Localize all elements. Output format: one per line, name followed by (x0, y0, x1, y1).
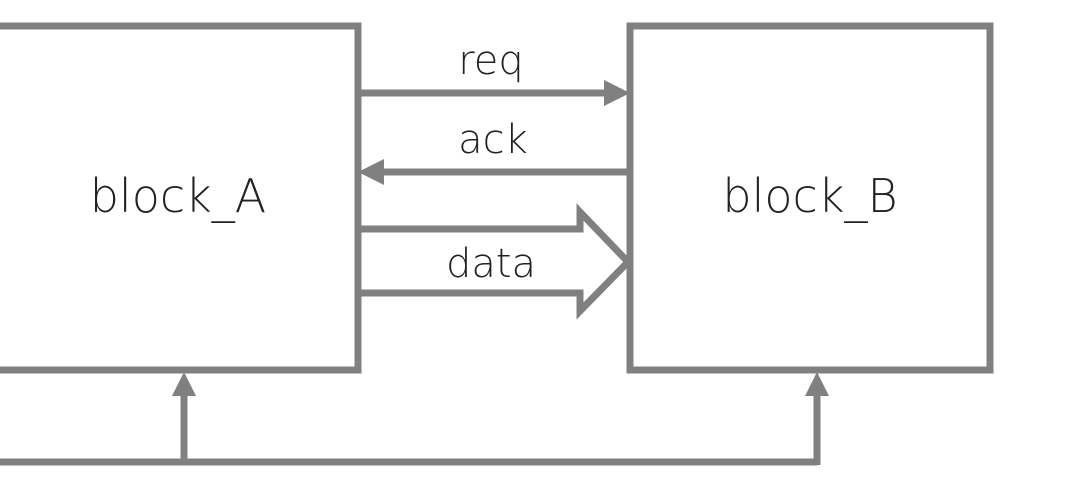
bottom-feed (0, 372, 829, 466)
block-b: block_B (626, 22, 994, 374)
block-a-box (0, 22, 362, 374)
ack-label: ack (458, 117, 528, 163)
ack-arrowhead (358, 159, 384, 185)
data-signal: data (354, 203, 633, 320)
feed-to-b-arrowhead (805, 372, 829, 396)
data-label: data (446, 241, 536, 287)
req-label: req (458, 38, 524, 84)
block-a-label: block_A (90, 169, 267, 223)
block-b-box (626, 22, 994, 374)
data-bus-arrow (354, 203, 633, 320)
block-a: block_A (0, 22, 362, 374)
block-b-label: block_B (722, 169, 897, 223)
req-arrowhead (604, 80, 630, 106)
feed-to-a-arrowhead (172, 372, 196, 396)
req-signal: req (358, 38, 630, 106)
ack-signal: ack (358, 117, 630, 185)
